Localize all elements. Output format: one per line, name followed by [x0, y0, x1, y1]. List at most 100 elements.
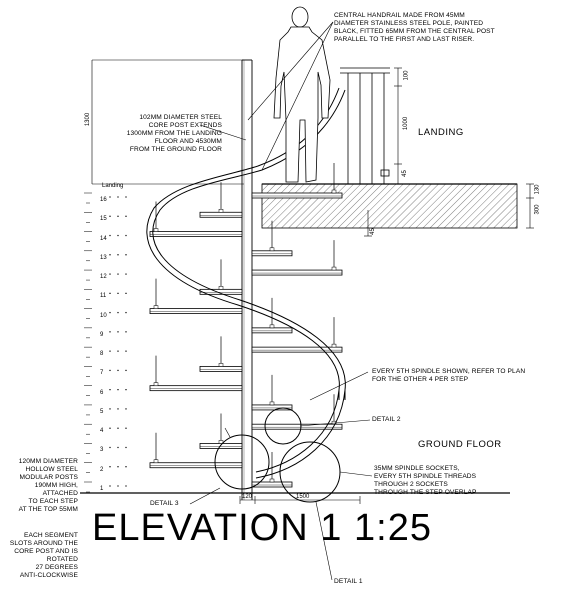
stair-step: [199, 365, 243, 372]
stair-steps: [149, 192, 343, 488]
rail-dimensions: [239, 67, 534, 504]
spindle-socket: [218, 286, 224, 290]
step-axis-label: 2: [100, 466, 104, 473]
step-axis-dot: [117, 196, 119, 198]
spindle-socket: [331, 266, 337, 271]
core-post-note: 102mm DIAMETER STEEL CORE POST EXTENDS 1…: [126, 114, 222, 153]
stair-step: [251, 404, 293, 411]
step-axis-dot: [125, 215, 127, 218]
step-axis-dot: [125, 408, 127, 410]
core-post-height-frame: [91, 59, 244, 185]
stair-step: [251, 250, 293, 257]
step-axis-dot: [109, 254, 111, 256]
step-axis-dot: [109, 292, 111, 295]
step-axis-label: 12: [100, 274, 107, 281]
step-axis-dot: [125, 196, 127, 198]
spindle-shown-note: EVERY 5th SPINDLE SHOWN, REFER TO PLAN F…: [372, 368, 526, 383]
step-axis-dot: [109, 350, 111, 352]
spindle-socket: [153, 459, 159, 463]
landing-balustrade: [340, 67, 390, 184]
step-axis-dot: [117, 234, 119, 237]
stair-step: [149, 462, 243, 469]
step-axis-dot: [117, 465, 119, 468]
step-axis-dot: [117, 446, 119, 449]
dim-base-small: 120: [242, 494, 253, 500]
step-axis-label: 1: [100, 486, 104, 492]
step-axis-dot: [117, 273, 119, 275]
ground-floor-label: GROUND FLOOR: [418, 439, 502, 450]
step-axis-dot: [117, 311, 119, 314]
step-axis-label: 6: [100, 389, 104, 396]
stair-step: [251, 346, 343, 353]
spindle-socket: [269, 247, 275, 252]
detail-circles: [214, 407, 341, 503]
step-axis-dot: [109, 196, 111, 198]
step-axis-dot: [125, 350, 127, 352]
step-axis-dot: [109, 311, 111, 314]
step-axis-dot: [117, 254, 119, 256]
step-axis-label: 5: [100, 408, 104, 415]
step-axis-top-label: Landing: [102, 183, 124, 189]
step-axis-ticks: [84, 192, 127, 493]
spindle-socket: [269, 401, 275, 406]
human-figure-icon: [273, 6, 331, 183]
handrail-note: CENTRAL HANDRAIL MADE FROM 45mm DIAMETER…: [334, 12, 495, 43]
segments-note: EACH SEGMENT SLOTS AROUND THE CORE POST …: [9, 532, 78, 579]
spindle-socket: [269, 478, 275, 483]
stair-step: [251, 327, 293, 334]
step-axis-label: 11: [100, 293, 107, 300]
spindle-socket: [331, 343, 337, 348]
step-axis-dot: [117, 388, 119, 391]
step-axis-dot: [125, 254, 127, 256]
detail-2-label: DETAIL 2: [372, 416, 401, 423]
step-axis-label: 4: [100, 428, 104, 435]
step-axis-dot: [109, 369, 111, 372]
spindle-socket: [153, 305, 159, 309]
stair-step: [199, 443, 243, 449]
stair-step: [251, 423, 343, 430]
dim-slab-top: 130: [534, 184, 541, 195]
stair-step: [149, 231, 243, 237]
step-axis-dot: [109, 427, 111, 429]
landing-slab: [261, 183, 518, 229]
step-axis-dot: [125, 446, 127, 449]
spindle-socket: [269, 324, 275, 329]
step-axis-dot: [125, 311, 127, 314]
dim-rail-mid: 1000: [403, 116, 410, 131]
step-axis-dot: [125, 292, 127, 295]
step-axis-dot: [109, 485, 111, 487]
elevation-title: ELEVATION 1: [92, 507, 343, 549]
step-axis-dot: [117, 427, 119, 429]
stair-step: [149, 308, 243, 315]
step-axis-label: 3: [100, 447, 104, 454]
core-post: [241, 59, 253, 500]
modular-posts-note: 120mm DIAMETER HOLLOW STEEL MODULAR POST…: [18, 458, 78, 513]
landing-label: LANDING: [418, 127, 464, 138]
step-axis-dot: [117, 408, 119, 410]
step-axis-dot: [117, 350, 119, 352]
step-axis-dot: [109, 234, 111, 237]
step-axis-dot: [117, 485, 119, 487]
step-axis-dot: [109, 465, 111, 468]
step-axis-dot: [117, 331, 119, 333]
stair-step: [251, 481, 293, 488]
elevation-scale: 1:25: [354, 507, 432, 549]
step-axis-label: 15: [100, 216, 107, 223]
step-axis-dot: [125, 369, 127, 372]
step-axis-dot: [109, 215, 111, 218]
step-axis-dot: [117, 215, 119, 218]
step-axis-label: 7: [100, 370, 104, 377]
step-axis-label: 13: [100, 254, 107, 261]
step-axis-label: 9: [100, 331, 104, 338]
detail-1-label: DETAIL 1: [334, 578, 363, 585]
step-axis-label: 8: [100, 351, 104, 358]
dim-rail-top: 100: [403, 70, 410, 81]
step-axis-dot: [125, 427, 127, 429]
detail-3-label: DETAIL 3: [150, 500, 179, 507]
stair-step: [199, 211, 243, 218]
step-axis-dot: [109, 331, 111, 333]
step-axis-dot: [109, 388, 111, 391]
spindle-socket: [218, 440, 224, 444]
detail-3-circle: [214, 434, 270, 490]
